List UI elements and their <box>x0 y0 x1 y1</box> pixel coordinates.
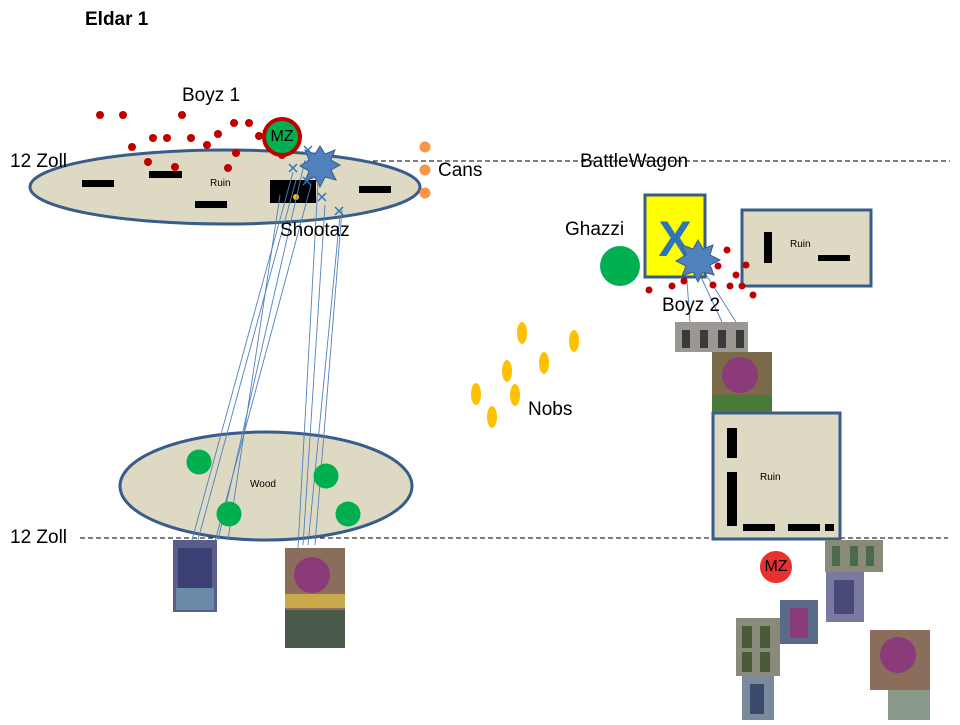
mz-bottom-label: MZ <box>764 558 788 575</box>
eldar-photo-5 <box>825 540 883 622</box>
deployment-label-top: 12 Zoll <box>10 151 68 172</box>
diagram-title: Eldar 1 <box>85 9 149 30</box>
line-of-sight-lines <box>191 159 343 561</box>
ruin-wall <box>743 524 775 531</box>
eldar-photo-6 <box>780 600 818 644</box>
nobs-label: Nobs <box>528 399 573 420</box>
mz-top-label: MZ <box>270 128 294 145</box>
eldar-photo-7 <box>736 618 780 676</box>
ghazzi-label: Ghazzi <box>565 219 625 240</box>
ruin-wall <box>818 255 850 261</box>
wood-label: Wood <box>250 479 276 490</box>
cans-label: Cans <box>438 160 483 181</box>
ruin-wall <box>764 232 772 263</box>
mz-top-marker <box>262 117 302 157</box>
eldar-photo-9 <box>870 630 930 720</box>
shootaz-x-marks <box>288 145 344 216</box>
ruin-right-bottom-label: Ruin <box>760 472 781 483</box>
ruin-wall <box>359 186 391 193</box>
ruin-right-top-area <box>740 208 873 288</box>
eldar-photo-8 <box>742 676 774 720</box>
battlewagon-label: BattleWagon <box>580 151 689 172</box>
eldar-photo-3 <box>675 322 748 352</box>
ruin-wall <box>788 524 820 531</box>
shootaz-marker <box>293 194 299 200</box>
eldar-models <box>186 449 361 527</box>
mz-bottom-marker <box>758 549 794 585</box>
deployment-label-bottom: 12 Zoll <box>10 527 68 548</box>
boyz2-label: Boyz 2 <box>662 295 721 316</box>
shootaz-label: Shootaz <box>280 220 350 241</box>
eldar-photo-2 <box>285 548 345 648</box>
cans-models <box>419 141 431 199</box>
eldar-photo-1 <box>173 540 217 612</box>
ruin-right-top-label: Ruin <box>790 239 811 250</box>
ruin-wall <box>825 524 834 531</box>
boyz2-models <box>645 246 757 299</box>
ruin-wall <box>82 180 114 187</box>
battlewagon-model <box>643 193 707 279</box>
ruin-wall <box>727 472 737 526</box>
blast-marker-right <box>674 238 722 284</box>
boyz1-models <box>96 111 286 172</box>
ruin-wall <box>727 428 737 458</box>
ruin-wall <box>195 201 227 208</box>
ghazzi-model <box>600 246 640 286</box>
ruin-wall <box>149 171 182 178</box>
blast-marker-top <box>299 145 342 189</box>
nobs-models <box>471 322 579 428</box>
eldar-photo-4 <box>712 352 772 412</box>
ruin-left-label: Ruin <box>210 178 231 189</box>
boyz1-label: Boyz 1 <box>182 85 241 106</box>
